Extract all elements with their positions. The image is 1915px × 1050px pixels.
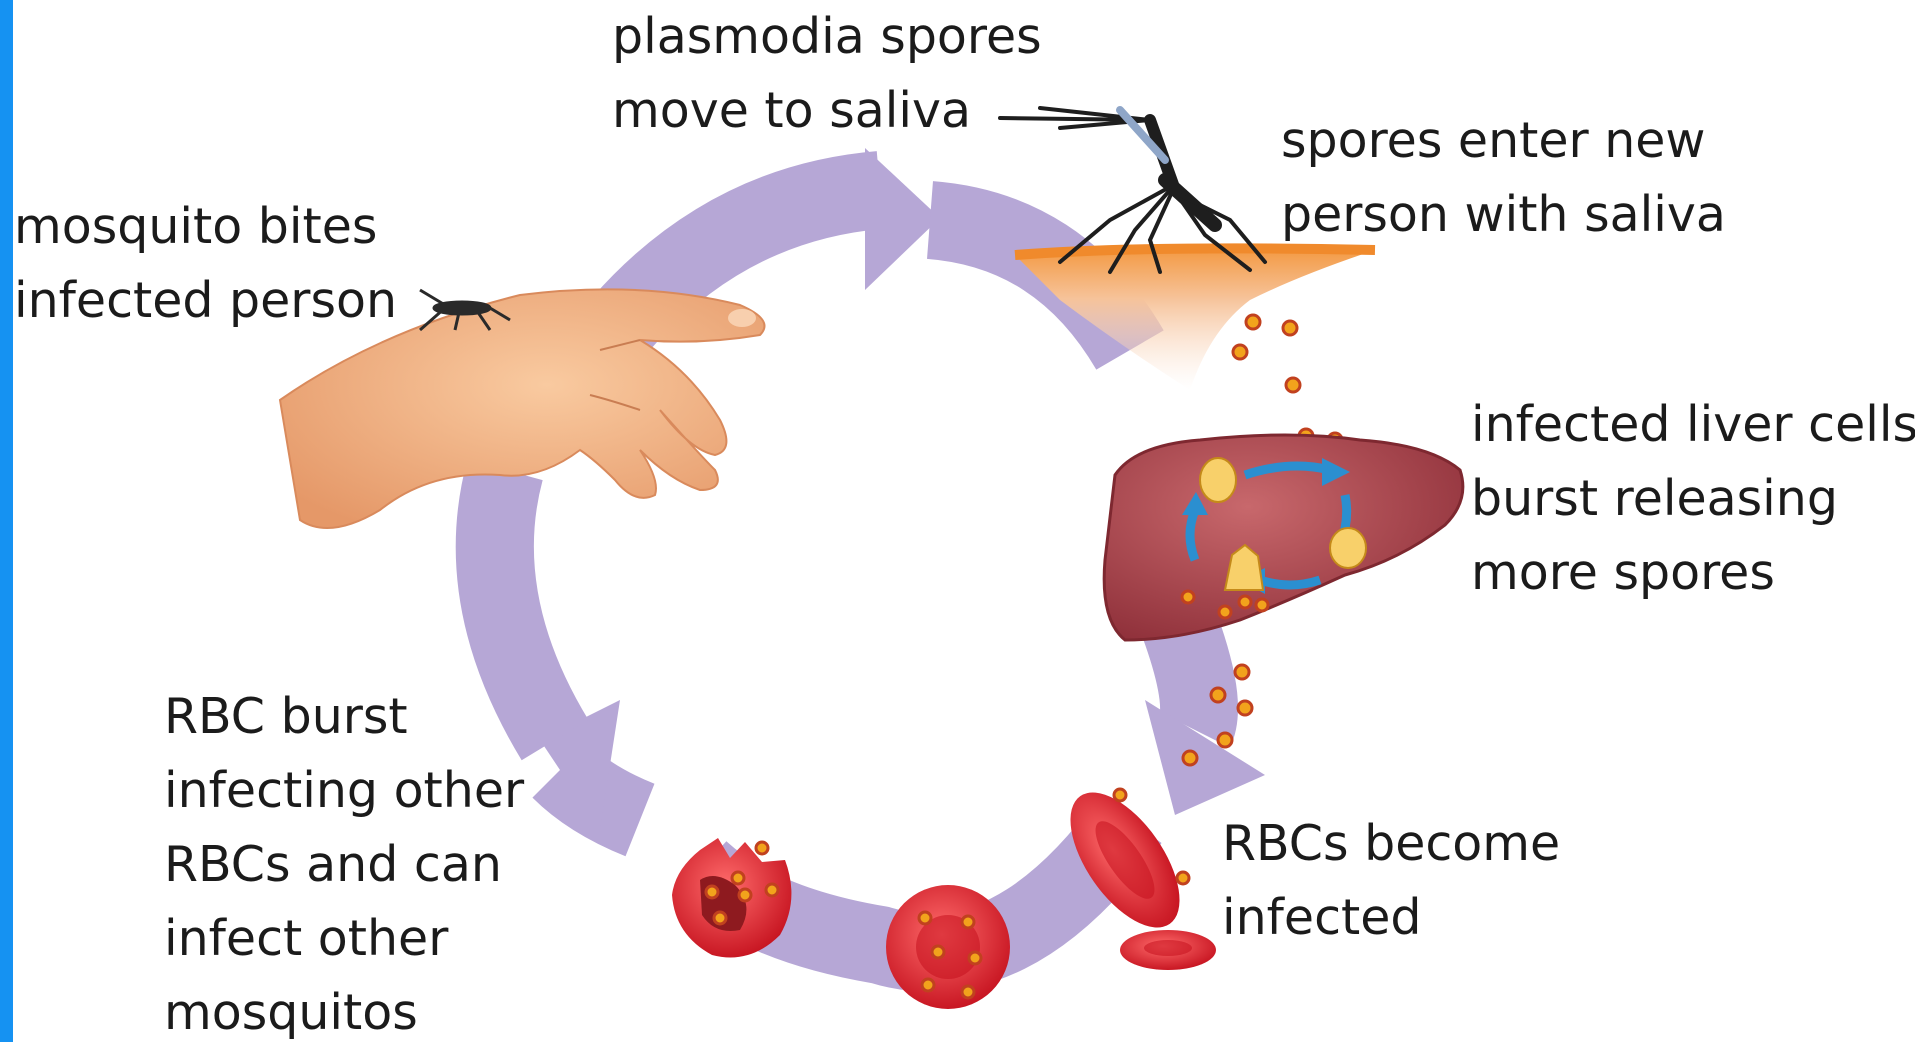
label-line: infect other	[164, 902, 524, 976]
liver-cell	[1200, 458, 1236, 502]
label-line: infected person	[14, 264, 397, 338]
rbc-center	[1144, 940, 1192, 956]
spore	[1286, 378, 1300, 392]
spore	[766, 884, 778, 896]
spore	[969, 952, 981, 964]
liver-cell	[1330, 528, 1366, 568]
spore	[1283, 321, 1297, 335]
spore	[962, 986, 974, 998]
spore	[932, 946, 944, 958]
mosquito-abdomen	[1165, 180, 1215, 225]
label-line: burst releasing	[1471, 462, 1915, 536]
liver-icon	[1104, 435, 1463, 640]
spore	[739, 889, 751, 901]
label-spores-move-to-saliva: plasmodia spores move to saliva	[612, 0, 1042, 148]
red-blood-cell-icon	[886, 885, 1010, 1009]
red-blood-cell-icon	[1120, 930, 1216, 970]
label-line: infected liver cells	[1471, 388, 1915, 462]
label-rbcs-become-infected: RBCs become infected	[1222, 807, 1560, 955]
label-line: mosquito bites	[14, 190, 397, 264]
spore	[756, 842, 768, 854]
spore	[922, 979, 934, 991]
spore	[1114, 789, 1126, 801]
spore	[1238, 701, 1252, 715]
label-line: plasmodia spores	[612, 0, 1042, 74]
spore	[706, 886, 718, 898]
spore	[1233, 345, 1247, 359]
spore	[919, 912, 931, 924]
spore	[1235, 665, 1249, 679]
cycle-arrowhead-top	[865, 148, 940, 290]
label-line: RBCs and can	[164, 828, 524, 902]
spore-trail	[1233, 315, 1342, 447]
label-line: move to saliva	[612, 74, 1042, 148]
spore	[1211, 688, 1225, 702]
label-line: spores enter new	[1281, 104, 1726, 178]
label-spores-enter-new-person: spores enter new person with saliva	[1281, 104, 1726, 252]
spore	[714, 912, 726, 924]
mosquito-leg	[420, 290, 445, 305]
label-liver-cells-burst: infected liver cells burst releasing mor…	[1471, 388, 1915, 610]
fingernail	[728, 309, 756, 327]
label-line: person with saliva	[1281, 178, 1726, 252]
label-line: more spores	[1471, 536, 1915, 610]
label-line: infecting other	[164, 754, 524, 828]
spore	[1218, 733, 1232, 747]
spore	[1183, 751, 1197, 765]
label-line: RBC burst	[164, 680, 524, 754]
label-line: mosquitos	[164, 976, 524, 1050]
spore	[1177, 872, 1189, 884]
label-rbc-burst: RBC burst infecting other RBCs and can i…	[164, 680, 524, 1050]
label-line: RBCs become	[1222, 807, 1560, 881]
label-line: infected	[1222, 881, 1560, 955]
spore	[1246, 315, 1260, 329]
spore	[732, 872, 744, 884]
spore	[962, 916, 974, 928]
label-mosquito-bites: mosquito bites infected person	[14, 190, 397, 338]
